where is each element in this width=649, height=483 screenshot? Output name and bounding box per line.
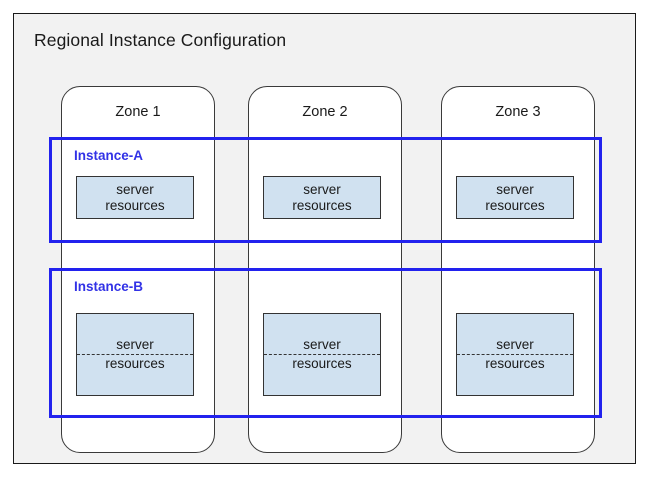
resource-line-2: resources [292, 356, 352, 371]
server-resources-box[interactable]: server resources [456, 176, 574, 219]
resource-line-2: resources [485, 197, 545, 213]
zone-column-2[interactable]: Zone 2 [248, 86, 402, 453]
resource-line-1: server [116, 337, 154, 353]
dashed-divider [264, 354, 380, 355]
zone-column-1[interactable]: Zone 1 [61, 86, 215, 453]
zone-column-3[interactable]: Zone 3 [441, 86, 595, 453]
zone-label-2: Zone 2 [302, 104, 348, 120]
resource-line-2: resources [485, 356, 545, 371]
resource-line-1: server [496, 181, 534, 197]
zone-label-1: Zone 1 [115, 104, 161, 120]
resource-line-1: server [116, 181, 154, 197]
resource-line-1: server [496, 337, 534, 353]
server-resources-box[interactable]: server resources [456, 313, 574, 396]
resource-line-1: server [303, 181, 341, 197]
zone-label-3: Zone 3 [495, 104, 541, 120]
resource-line-1: server [303, 337, 341, 353]
server-resources-box[interactable]: server resources [263, 176, 381, 219]
server-resources-box[interactable]: server resources [76, 313, 194, 396]
server-resources-box[interactable]: server resources [76, 176, 194, 219]
resource-line-2: resources [105, 356, 165, 371]
region-frame: Regional Instance Configuration Zone 1 Z… [13, 13, 636, 464]
server-resources-box[interactable]: server resources [263, 313, 381, 396]
dashed-divider [77, 354, 193, 355]
page-title: Regional Instance Configuration [34, 30, 287, 50]
dashed-divider [457, 354, 573, 355]
resource-line-2: resources [105, 197, 165, 213]
resource-line-2: resources [292, 197, 352, 213]
